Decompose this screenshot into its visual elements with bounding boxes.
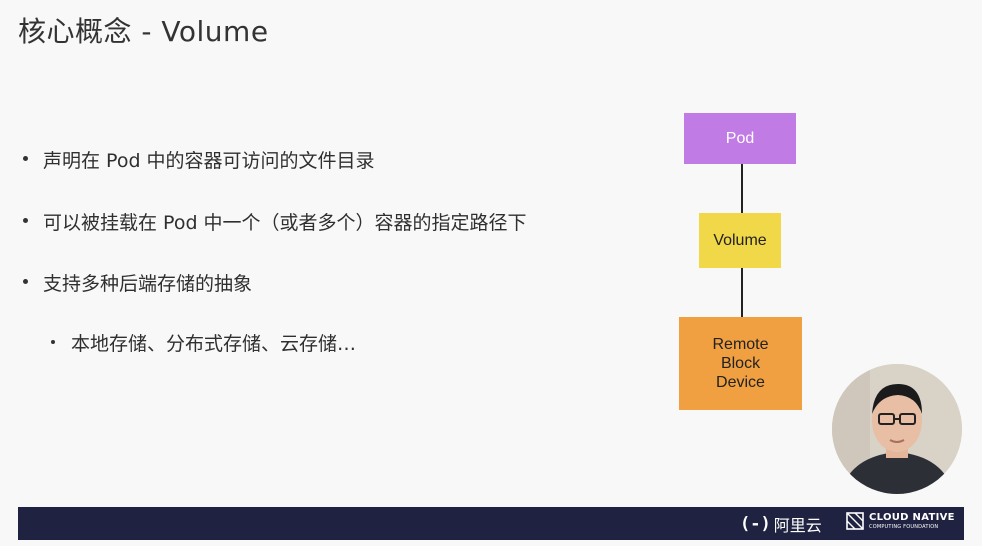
volume-box: Volume bbox=[699, 213, 781, 268]
remote-box-label: Remote Block Device bbox=[712, 335, 769, 392]
pod-volume-connector bbox=[741, 164, 743, 213]
remote-block-device-box: Remote Block Device bbox=[679, 317, 802, 410]
footer-bar bbox=[18, 507, 964, 540]
sub-bullet-text: 本地存储、分布式存储、云存储… bbox=[71, 333, 357, 355]
cncf-logo-icon bbox=[846, 512, 864, 530]
presenter-avatar bbox=[832, 364, 962, 494]
aliyun-logo-icon: (-) bbox=[740, 514, 771, 534]
volume-remote-connector bbox=[741, 268, 743, 317]
bullet-text: 可以被挂载在 Pod 中一个（或者多个）容器的指定路径下 bbox=[43, 212, 527, 234]
cncf-logo: CLOUD NATIVE COMPUTING FOUNDATION bbox=[846, 512, 955, 530]
bullet-text: 支持多种后端存储的抽象 bbox=[43, 273, 253, 295]
cncf-logo-subtitle: COMPUTING FOUNDATION bbox=[869, 523, 939, 530]
bullet-dot-icon bbox=[51, 340, 55, 344]
presenter-portrait-icon bbox=[832, 364, 962, 494]
cncf-logo-title: CLOUD NATIVE bbox=[869, 511, 955, 523]
bullet-dot-icon bbox=[23, 156, 28, 161]
pod-box: Pod bbox=[684, 113, 796, 164]
aliyun-logo: (-) 阿里云 bbox=[740, 508, 822, 540]
aliyun-logo-text: 阿里云 bbox=[773, 516, 822, 535]
bullet-dot-icon bbox=[23, 218, 28, 223]
bullet-text: 声明在 Pod 中的容器可访问的文件目录 bbox=[43, 150, 375, 172]
slide-title: 核心概念 - Volume bbox=[18, 15, 269, 48]
bullet-dot-icon bbox=[23, 279, 28, 284]
